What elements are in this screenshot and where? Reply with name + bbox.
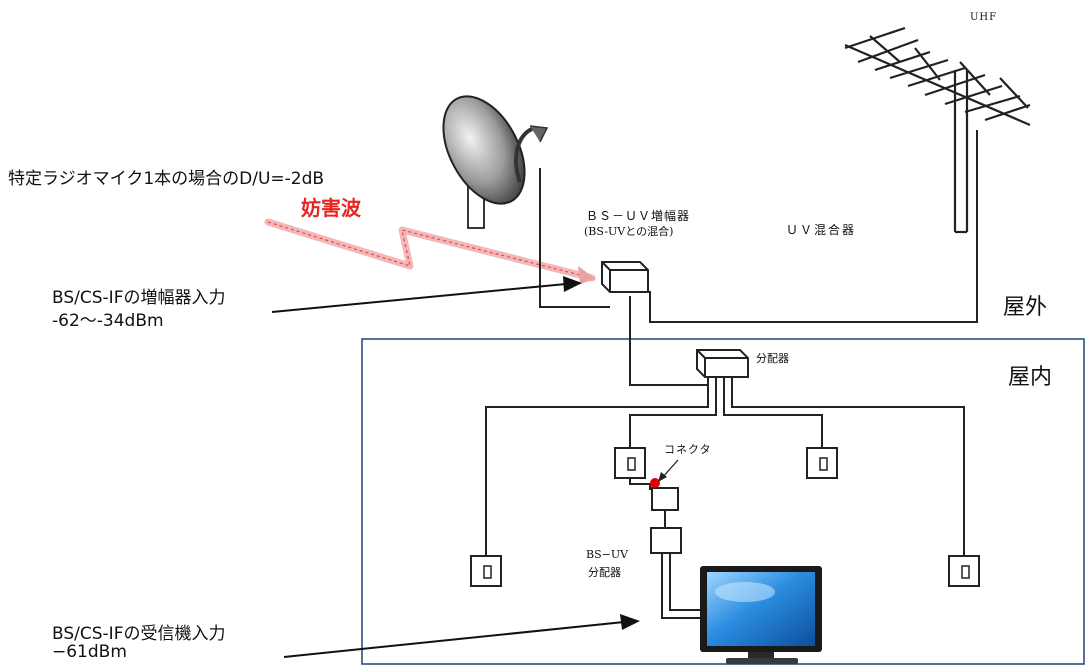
bs-uv-amplifier-box [601, 261, 649, 293]
television-icon [700, 566, 822, 664]
wall-outlet-icon [948, 555, 980, 587]
callout-arrows [271, 276, 640, 658]
connector-block [651, 487, 679, 511]
connector-dot [650, 478, 660, 488]
uhf-antenna-icon [844, 26, 1031, 234]
connector-pointer-arrow [661, 459, 679, 479]
receiver-input-label: BS/CS-IFの受信機入力 [52, 624, 226, 644]
bs-uv-amplifier-label: ＢＳ－ＵＶ増幅器 [586, 209, 691, 223]
indoor-boundary [361, 338, 1085, 665]
interference-label: 妨害波 [301, 196, 361, 220]
indoor-label: 屋内 [1008, 365, 1053, 390]
receiver-input-value: −61dBm [52, 642, 127, 662]
wall-outlet-icon [806, 447, 838, 479]
splitter-label: 分配器 [756, 352, 789, 365]
bs-uv-amplifier-sublabel: (BS-UVとの混合) [584, 225, 674, 238]
bs-uv-splitter-sublabel: 分配器 [588, 566, 621, 579]
dui-note: 特定ラジオマイク1本の場合のD/U=-2dB [8, 169, 325, 189]
amplifier-input-label: BS/CS-IFの増幅器入力 [52, 288, 226, 308]
bs-uv-splitter-box [650, 527, 682, 554]
connector-label: コネクタ [664, 443, 712, 456]
splitter-box [696, 349, 749, 378]
wall-outlet-icon [470, 555, 502, 587]
amplifier-input-value: -62～-34dBm [52, 311, 164, 331]
bs-uv-splitter-label: BS−UV [586, 548, 629, 561]
uhf-label: UHF [970, 12, 998, 23]
interference-wave-arrow [264, 218, 596, 284]
wall-outlet-icon [614, 447, 646, 479]
outdoor-label: 屋外 [1003, 295, 1048, 320]
uv-mixer-label: ＵＶ混合器 [786, 223, 857, 237]
satellite-dish-icon [442, 95, 549, 229]
